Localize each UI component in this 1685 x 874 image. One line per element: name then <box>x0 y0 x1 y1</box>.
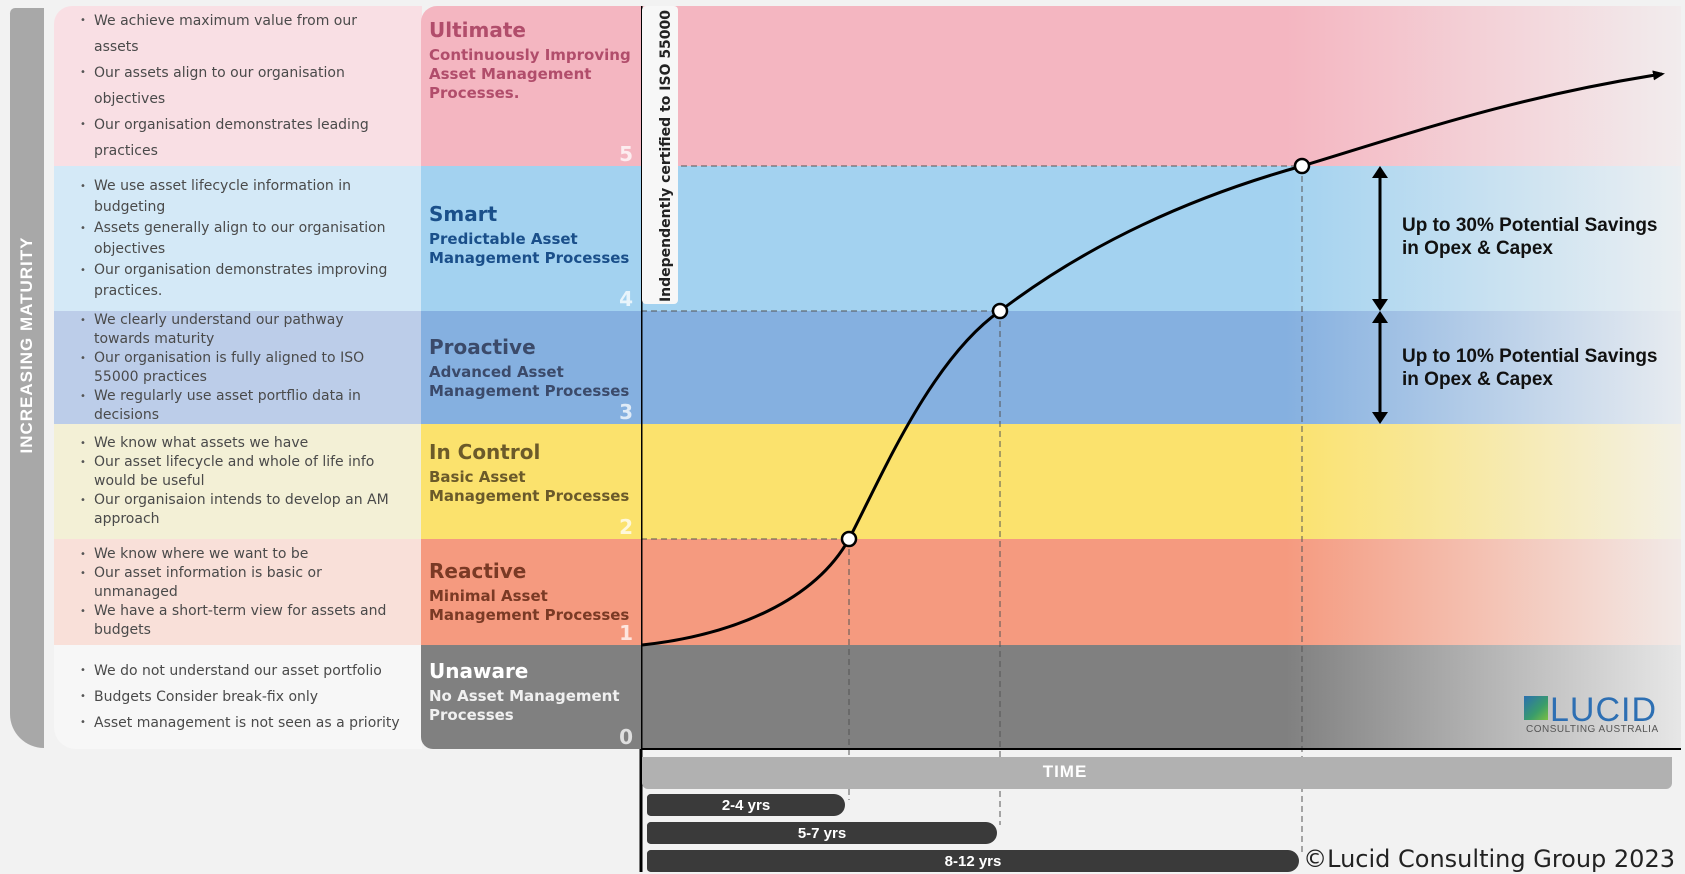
duration-bar-5-7: 5-7 yrs <box>647 822 997 844</box>
level-name: Proactive <box>429 335 536 359</box>
bullet: Asset management is not seen as a priori… <box>78 710 400 736</box>
bullet: Our organisation demonstrates leading pr… <box>78 112 402 164</box>
level-description: Advanced Asset Management Processes <box>429 363 630 400</box>
maturity-side-bar <box>10 8 44 748</box>
copyright: ©Lucid Consulting Group 2023 <box>1303 845 1675 873</box>
level-description: Minimal Asset Management Processes <box>429 587 630 624</box>
band-smart <box>641 166 1681 311</box>
bullet: We use asset lifecycle information in bu… <box>78 176 402 218</box>
time-bar <box>642 757 1672 789</box>
level-5-bullets: We achieve maximum value from our assets… <box>78 8 402 164</box>
time-label: TIME <box>1042 762 1088 781</box>
bullet: Our asset lifecycle and whole of life in… <box>78 453 402 491</box>
savings-arrow-30-head-top <box>1372 166 1388 178</box>
level-description: No Asset Management Processes <box>429 687 620 724</box>
band-in-control <box>641 424 1681 539</box>
bullet: Assets generally align to our organisati… <box>78 218 402 260</box>
level-2-description: We know what assets we have Our asset li… <box>54 424 422 539</box>
level-1-description: We know where we want to be Our asset in… <box>54 539 422 645</box>
bullet: Our organisation is fully aligned to ISO… <box>78 349 402 387</box>
level-number: 5 <box>619 142 633 166</box>
bullet: Budgets Consider break-fix only <box>78 684 400 710</box>
logo-mark <box>1524 696 1548 720</box>
bullet: We know where we want to be <box>78 545 402 564</box>
level-name: In Control <box>429 440 541 464</box>
level-number: 4 <box>619 287 633 311</box>
level-description: Predictable Asset Management Processes <box>429 230 630 267</box>
level-name: Unaware <box>429 659 529 683</box>
band-unaware <box>641 645 1681 749</box>
level-4-bullets: We use asset lifecycle information in bu… <box>78 176 402 302</box>
savings-arrow-10-head-bottom <box>1372 412 1388 424</box>
level-3-label: Proactive Advanced Asset Management Proc… <box>421 311 641 424</box>
increasing-maturity-label: INCREASING MATURITY <box>17 236 36 454</box>
bullet: We achieve maximum value from our assets <box>78 8 402 60</box>
savings-arrow-10-head-top <box>1372 311 1388 323</box>
milestone-marker <box>991 302 1009 320</box>
level-2-label: In Control Basic Asset Management Proces… <box>421 424 641 539</box>
band-reactive <box>641 539 1681 645</box>
level-5-label: Ultimate Continuously Improving Asset Ma… <box>421 6 641 166</box>
level-2-bullets: We know what assets we have Our asset li… <box>78 434 402 529</box>
certification-tag <box>642 6 678 304</box>
bullet: Our assets align to our organisation obj… <box>78 60 402 112</box>
level-name: Smart <box>429 202 498 226</box>
level-0-bullets: We do not understand our asset portfolio… <box>78 658 400 736</box>
milestone-marker <box>1293 157 1311 175</box>
level-name: Reactive <box>429 559 527 583</box>
certification-label: Independently certified to ISO 55000 <box>658 9 674 303</box>
maturity-curve <box>641 70 1665 647</box>
level-name: Ultimate <box>429 18 526 42</box>
level-description: Basic Asset Management Processes <box>429 468 630 505</box>
duration-bar-8-12: 8-12 yrs <box>647 850 1299 872</box>
bullet: We do not understand our asset portfolio <box>78 658 400 684</box>
level-0-description: We do not understand our asset portfolio… <box>54 645 422 749</box>
milestone-marker <box>840 530 858 548</box>
level-number: 1 <box>619 621 633 645</box>
level-description: Continuously Improving Asset Management … <box>429 46 631 102</box>
level-3-bullets: We clearly understand our pathway toward… <box>78 311 402 425</box>
level-number: 2 <box>619 515 633 539</box>
level-1-bullets: We know where we want to be Our asset in… <box>78 545 402 640</box>
level-4-label: Smart Predictable Asset Management Proce… <box>421 166 641 311</box>
level-number: 0 <box>619 725 633 749</box>
level-1-label: Reactive Minimal Asset Management Proces… <box>421 539 641 645</box>
band-ultimate <box>641 6 1681 166</box>
bullet: Our organisaion intends to develop an AM… <box>78 491 402 529</box>
level-5-description: We achieve maximum value from our assets… <box>54 6 422 166</box>
bullet: We have a short-term view for assets and… <box>78 602 402 640</box>
savings-label-30: Up to 30% Potential Savings in Opex & Ca… <box>1402 215 1658 259</box>
level-0-label: Unaware No Asset Management Processes 0 <box>421 645 641 749</box>
duration-bar-2-4: 2-4 yrs <box>647 794 845 816</box>
bullet: Our organisation demonstrates improving … <box>78 260 402 302</box>
savings-arrow-30-head-bottom <box>1372 299 1388 311</box>
savings-label-10: Up to 10% Potential Savings in Opex & Ca… <box>1402 346 1658 390</box>
bullet: We regularly use asset portflio data in … <box>78 387 402 425</box>
level-4-description: We use asset lifecycle information in bu… <box>54 166 422 311</box>
bullet: Our asset information is basic or unmana… <box>78 564 402 602</box>
level-number: 3 <box>619 400 633 424</box>
logo-subtitle: CONSULTING AUSTRALIA <box>1526 724 1659 735</box>
level-3-description: We clearly understand our pathway toward… <box>54 311 422 424</box>
band-proactive <box>641 311 1681 424</box>
logo-word: LUCID <box>1550 691 1658 729</box>
bullet: We know what assets we have <box>78 434 402 453</box>
bullet: We clearly understand our pathway toward… <box>78 311 402 349</box>
